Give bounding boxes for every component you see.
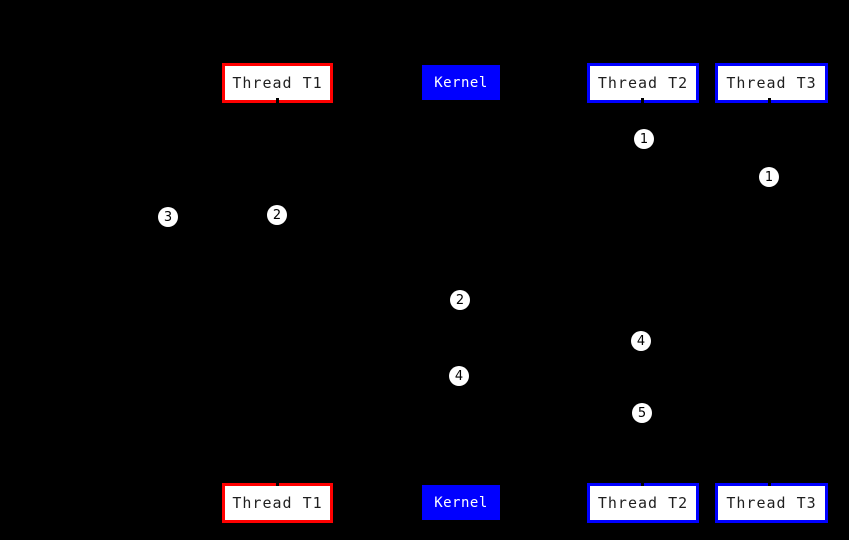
participant-box-thread-t2-bottom: Thread T2 — [587, 483, 699, 523]
step-marker-4-kernel: 4 — [449, 366, 469, 386]
participant-box-thread-t1-top: Thread T1 — [222, 63, 333, 103]
participant-box-kernel-bottom: Kernel — [422, 485, 500, 520]
lifeline-thread-t3 — [768, 98, 771, 486]
step-marker-2-kernel: 2 — [450, 290, 470, 310]
step-marker-label: 1 — [639, 131, 649, 147]
step-marker-label: 5 — [637, 405, 647, 421]
step-marker-label: 2 — [272, 207, 282, 223]
step-marker-label: 3 — [163, 209, 173, 225]
participant-box-thread-t1-bottom: Thread T1 — [222, 483, 333, 523]
step-marker-4-thread-t2: 4 — [631, 331, 651, 351]
step-marker-label: 2 — [455, 292, 465, 308]
step-marker-label: 1 — [764, 169, 774, 185]
participant-label-thread-t3: Thread T3 — [726, 74, 817, 92]
participant-label-thread-t2: Thread T2 — [597, 74, 689, 92]
participant-box-thread-t3-bottom: Thread T3 — [715, 483, 828, 523]
lifeline-thread-t2 — [641, 98, 644, 486]
participant-label-thread-t1: Thread T1 — [232, 494, 323, 512]
participant-label-kernel: Kernel — [434, 494, 488, 511]
step-marker-2-thread-t1: 2 — [267, 205, 287, 225]
step-marker-3-left: 3 — [158, 207, 178, 227]
step-marker-1-thread-t2: 1 — [634, 129, 654, 149]
lifeline-thread-t1 — [276, 98, 279, 486]
participant-label-thread-t1: Thread T1 — [232, 74, 323, 92]
participant-label-thread-t3: Thread T3 — [726, 494, 817, 512]
step-marker-5-thread-t2: 5 — [632, 403, 652, 423]
participant-box-thread-t2-top: Thread T2 — [587, 63, 699, 103]
step-marker-label: 4 — [454, 368, 464, 384]
participant-label-thread-t2: Thread T2 — [597, 494, 689, 512]
participant-box-thread-t3-top: Thread T3 — [715, 63, 828, 103]
step-marker-1-thread-t3: 1 — [759, 167, 779, 187]
participant-box-kernel-top: Kernel — [422, 65, 500, 100]
participant-label-kernel: Kernel — [434, 74, 488, 91]
step-marker-label: 4 — [636, 333, 646, 349]
